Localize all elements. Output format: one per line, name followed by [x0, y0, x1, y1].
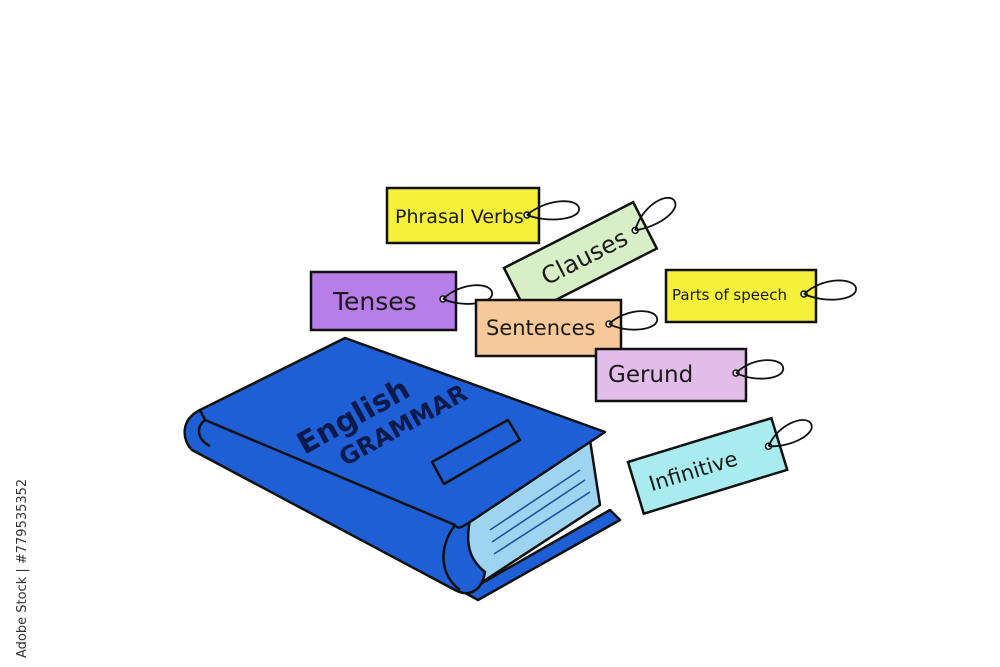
tag-parts-of-speech-body	[664, 268, 818, 324]
tag-gerund-body	[594, 347, 748, 403]
book-spine-curve	[442, 524, 461, 591]
tag-parts-of-speech-string	[803, 279, 857, 301]
book-front-cover	[198, 336, 607, 529]
grammar-book	[183, 336, 622, 602]
book-spine	[183, 403, 487, 595]
tag-gerund-label: Gerund	[608, 362, 693, 388]
tag-phrasal-verbs: Phrasal Verbs	[385, 186, 580, 245]
tag-phrasal-verbs-body	[385, 186, 541, 245]
tag-infinitive-body	[626, 416, 789, 516]
tag-gerund: Gerund	[594, 347, 784, 403]
book-page-lines	[489, 469, 591, 555]
book-spine-band	[197, 419, 211, 448]
book-label-box	[430, 418, 522, 486]
tag-phrasal-verbs-string	[526, 200, 580, 221]
stock-id: Adobe Stock | #779535352	[12, 430, 32, 660]
tag-tenses-label: Tenses	[332, 287, 417, 316]
tag-sentences-body	[474, 298, 623, 358]
tag-clauses-body	[502, 200, 659, 317]
tag-parts-of-speech: Parts of speech	[664, 268, 857, 324]
tag-tenses: Tenses	[309, 270, 493, 332]
tag-sentences-label: Sentences	[486, 316, 595, 340]
tag-phrasal-verbs-label: Phrasal Verbs	[395, 206, 524, 228]
tag-infinitive-string	[767, 419, 813, 448]
tag-tenses-body	[309, 270, 458, 332]
tag-gerund-string	[735, 359, 784, 380]
tag-parts-of-speech-label: Parts of speech	[672, 286, 787, 304]
tag-infinitive: Infinitive	[626, 416, 813, 516]
tag-sentences: Sentences	[474, 298, 658, 358]
tag-sentences-string	[608, 310, 658, 331]
tag-tenses-string	[442, 284, 493, 305]
tag-clauses-string	[634, 197, 677, 232]
stock-id-text: Adobe Stock | #779535352	[15, 479, 30, 658]
